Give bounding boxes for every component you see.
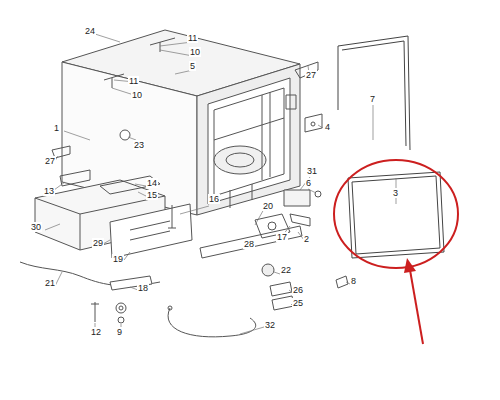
base-parts xyxy=(35,176,348,310)
callout-number: 27 xyxy=(44,156,56,166)
callout-number: 29 xyxy=(92,238,104,248)
part-outline xyxy=(110,204,192,258)
callout-number: 12 xyxy=(90,327,102,337)
part-outline xyxy=(130,221,170,240)
part-outline xyxy=(120,130,130,140)
part-outline xyxy=(138,192,146,196)
callout-number: 10 xyxy=(131,90,143,100)
highlight-circle xyxy=(334,160,458,268)
part-outline xyxy=(168,205,176,228)
part-outline xyxy=(208,78,290,204)
callout-number: 3 xyxy=(392,188,399,198)
callout-number: 5 xyxy=(189,61,196,71)
part-outline xyxy=(284,190,310,206)
callout-number: 4 xyxy=(324,122,331,132)
part-outline xyxy=(226,153,254,167)
callout-number: 22 xyxy=(280,265,292,275)
part-outline xyxy=(118,317,124,323)
part-outline xyxy=(54,182,65,190)
callout-number: 31 xyxy=(306,166,318,176)
part-outline xyxy=(308,189,316,193)
callout-number: 6 xyxy=(305,178,312,188)
part-outline xyxy=(270,282,294,310)
callout-number: 10 xyxy=(189,47,201,57)
part-outline xyxy=(286,95,296,109)
callout-number: 32 xyxy=(264,320,276,330)
part-outline xyxy=(45,224,60,230)
hinge-brackets xyxy=(52,62,322,186)
part-outline xyxy=(404,258,416,273)
part-outline xyxy=(305,114,322,132)
callout-number: 11 xyxy=(128,76,139,86)
part-outline xyxy=(262,264,274,276)
part-outline xyxy=(214,146,266,174)
callout-number: 8 xyxy=(350,276,357,286)
callout-number: 13 xyxy=(43,186,55,196)
callout-number: 1 xyxy=(53,123,60,133)
callout-number: 25 xyxy=(292,298,304,308)
part-outline xyxy=(180,206,209,214)
part-outline xyxy=(255,209,264,225)
part-outline xyxy=(240,327,264,334)
part-outline xyxy=(60,170,90,186)
part-outline xyxy=(214,118,284,140)
callout-number: 26 xyxy=(292,285,304,295)
callout-number: 21 xyxy=(44,278,56,288)
part-outline xyxy=(352,176,440,254)
part-outline xyxy=(290,214,310,226)
part-outline xyxy=(262,92,270,180)
callout-number: 28 xyxy=(243,239,255,249)
highlight-arrow xyxy=(404,258,423,344)
callout-number: 20 xyxy=(262,201,274,211)
callout-number: 19 xyxy=(112,254,124,264)
part-outline xyxy=(348,172,444,258)
part-outline xyxy=(124,252,130,260)
callout-number: 2 xyxy=(303,234,310,244)
part-outline xyxy=(214,88,284,196)
part-outline xyxy=(200,226,302,258)
part-outline xyxy=(91,302,99,322)
part-outline xyxy=(315,191,321,197)
callout-number: 9 xyxy=(116,327,123,337)
part-outline xyxy=(268,222,276,230)
callout-number: 18 xyxy=(137,283,149,293)
part-outline xyxy=(55,272,62,286)
callout-number: 17 xyxy=(276,232,288,242)
part-outline xyxy=(168,308,256,337)
callout-number: 7 xyxy=(369,94,376,104)
part-outline xyxy=(311,122,315,126)
callout-number: 15 xyxy=(146,190,158,200)
part-outline xyxy=(95,34,120,42)
part-outline xyxy=(135,184,146,186)
part-outline xyxy=(103,240,110,244)
callout-number: 27 xyxy=(305,70,317,80)
callout-number: 30 xyxy=(30,222,42,232)
part-outline xyxy=(373,105,374,140)
part-outline xyxy=(119,306,123,310)
callout-number: 23 xyxy=(133,140,145,150)
hoses-and-wires xyxy=(20,262,256,337)
callout-number: 16 xyxy=(208,194,220,204)
part-outline xyxy=(116,303,126,313)
part-outline xyxy=(20,30,444,337)
part-outline xyxy=(168,306,172,310)
door-gaskets xyxy=(338,36,444,258)
part-outline xyxy=(318,125,323,128)
part-outline xyxy=(338,36,410,150)
callout-number: 24 xyxy=(84,26,96,36)
callout-number: 11 xyxy=(187,33,198,43)
part-outline xyxy=(64,131,90,140)
part-outline xyxy=(342,41,406,146)
part-outline xyxy=(230,184,252,208)
callout-number: 14 xyxy=(146,178,158,188)
part-outline xyxy=(410,270,423,344)
